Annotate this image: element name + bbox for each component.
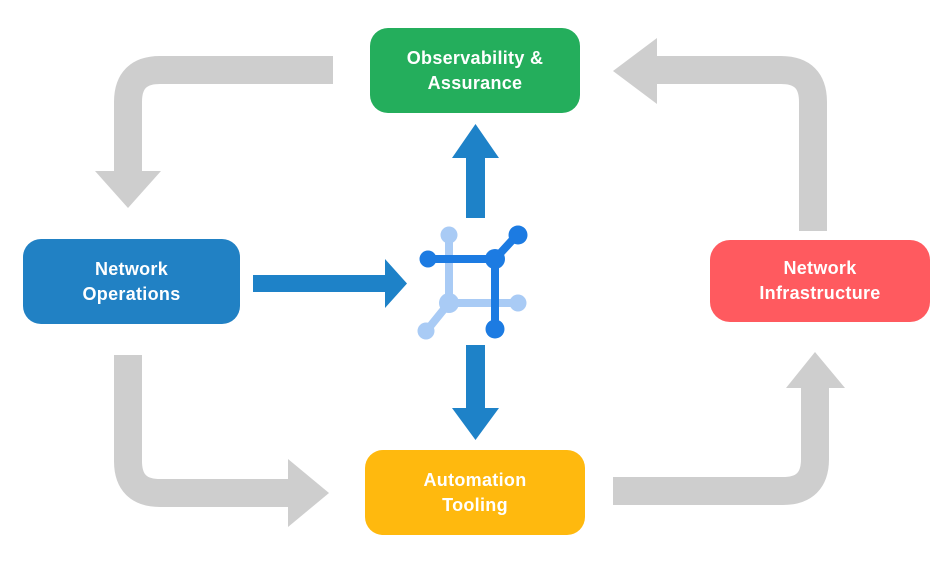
node-label-line: Assurance [427,72,523,93]
flow-arrow-center-to-observability [452,124,499,218]
cycle-arrowhead-up [786,352,845,388]
cycle-arrowhead-down [95,171,161,208]
network-mesh-dark-lines [419,225,528,339]
node-observability-assurance: Observability & Assurance [370,28,580,113]
node-label-line: Tooling [442,494,508,515]
cycle-arrow-segment [613,387,829,505]
node-network-infrastructure: Network Infrastructure [710,240,930,322]
node-network-operations: Network Operations [23,239,240,324]
cycle-arrowhead-right [288,459,329,527]
cycle-arrow-segment [657,56,827,231]
node-label-line: Network [783,258,857,279]
cycle-arrow-operations-to-automation [114,355,329,527]
node-label-line: Infrastructure [759,283,881,303]
node-label-line: Network [94,258,169,279]
cycle-arrowhead-left [613,38,657,104]
cycle-arrow-segment [114,355,289,507]
cycle-arrow-segment [114,56,333,173]
node-label-line: Operations [82,283,181,304]
node-automation-tooling: Automation Tooling [365,450,585,535]
flow-arrow-center-to-automation [452,345,499,440]
cycle-arrow-observability-to-operations [95,56,333,208]
cycle-arrow-automation-to-infrastructure [613,352,845,505]
network-mesh-icon [417,225,528,340]
cycle-arrow-infrastructure-to-observability [613,38,827,231]
flow-arrow-operations-to-center [253,259,407,308]
node-label-line: Observability & [406,47,544,68]
node-label-line: Automation [423,469,527,490]
